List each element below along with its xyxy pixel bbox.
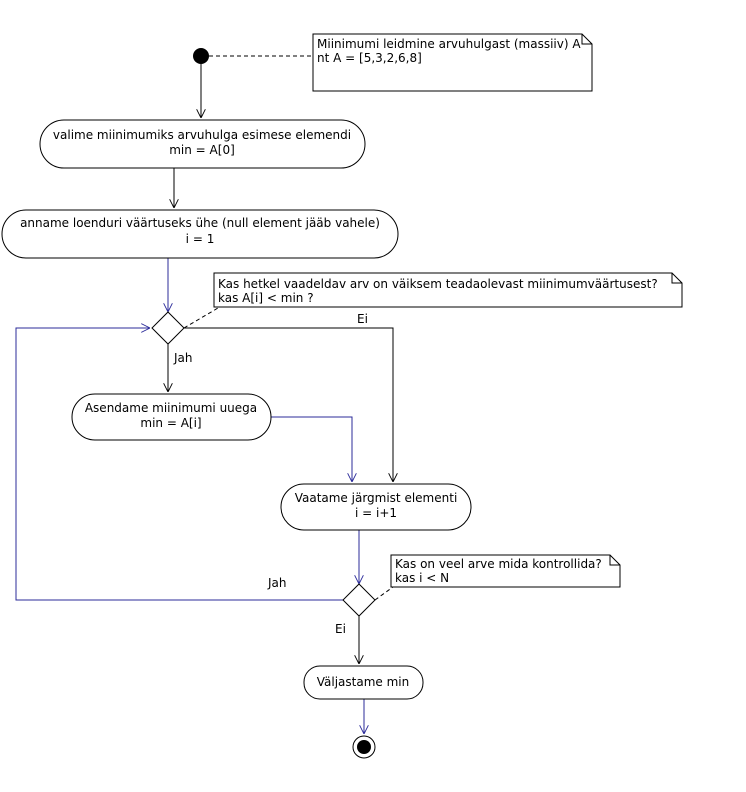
note-decision2-line1: Kas on veel arve mida kontrollida?	[395, 557, 602, 571]
edges	[15, 64, 393, 734]
guard-d2-no: Ei	[335, 622, 346, 636]
guard-d1-no: Ei	[357, 312, 368, 326]
action-init-counter: anname loenduri väärtuseks ühe (null ele…	[1, 209, 399, 259]
action-a4-line1: Vaatame järgmist elementi	[295, 491, 458, 505]
decision-is-smaller	[151, 311, 185, 345]
action-a3-line1: Asendame miinimumi uuega	[85, 401, 257, 415]
action-a4-line2: i = i+1	[355, 506, 397, 520]
note-decision1-line1: Kas hetkel vaadeldav arv on väiksem tead…	[218, 277, 658, 291]
action-a1-line2: min = A[0]	[169, 143, 235, 157]
start-node	[193, 48, 209, 64]
action-a5-line1: Väljastame min	[317, 675, 409, 689]
action-output-min: Väljastame min	[303, 665, 424, 700]
action-a1-line1: valime miinimumiks arvuhulga esimese ele…	[53, 128, 351, 142]
note-title: Miinimumi leidmine arvuhulgast (massiiv)…	[312, 33, 593, 92]
action-a3-line2: min = A[i]	[140, 416, 201, 430]
note-title-line1: Miinimumi leidmine arvuhulgast (massiiv)…	[317, 37, 581, 51]
note-decision2: Kas on veel arve mida kontrollida? kas i…	[390, 554, 621, 588]
edge-d2-d1-loop	[15, 328, 344, 601]
guard-d2-yes: Jah	[267, 576, 287, 590]
note-decision2-line2: kas i < N	[395, 571, 449, 585]
action-select-min: valime miinimumiks arvuhulga esimese ele…	[39, 119, 366, 169]
note-decision1-line2: kas A[i] < min ?	[218, 291, 314, 305]
note-connector-decision2	[374, 586, 394, 601]
action-next-element: Vaatame järgmist elementi i = i+1	[280, 483, 472, 531]
guard-d1-yes: Jah	[173, 351, 193, 365]
note-title-line2: nt A = [5,3,2,6,8]	[317, 51, 422, 65]
action-a2-line1: anname loenduri väärtuseks ühe (null ele…	[20, 216, 380, 230]
edge-d1-a4-no	[184, 327, 393, 482]
action-replace-min: Asendame miinimumi uuega min = A[i]	[71, 393, 272, 441]
action-a2-line2: i = 1	[186, 232, 215, 246]
end-node	[352, 735, 376, 759]
edge-a3-a4	[271, 416, 352, 482]
note-connector-decision1	[183, 307, 219, 329]
note-decision1: Kas hetkel vaadeldav arv on väiksem tead…	[213, 272, 683, 308]
decision-more-elements	[342, 583, 376, 617]
